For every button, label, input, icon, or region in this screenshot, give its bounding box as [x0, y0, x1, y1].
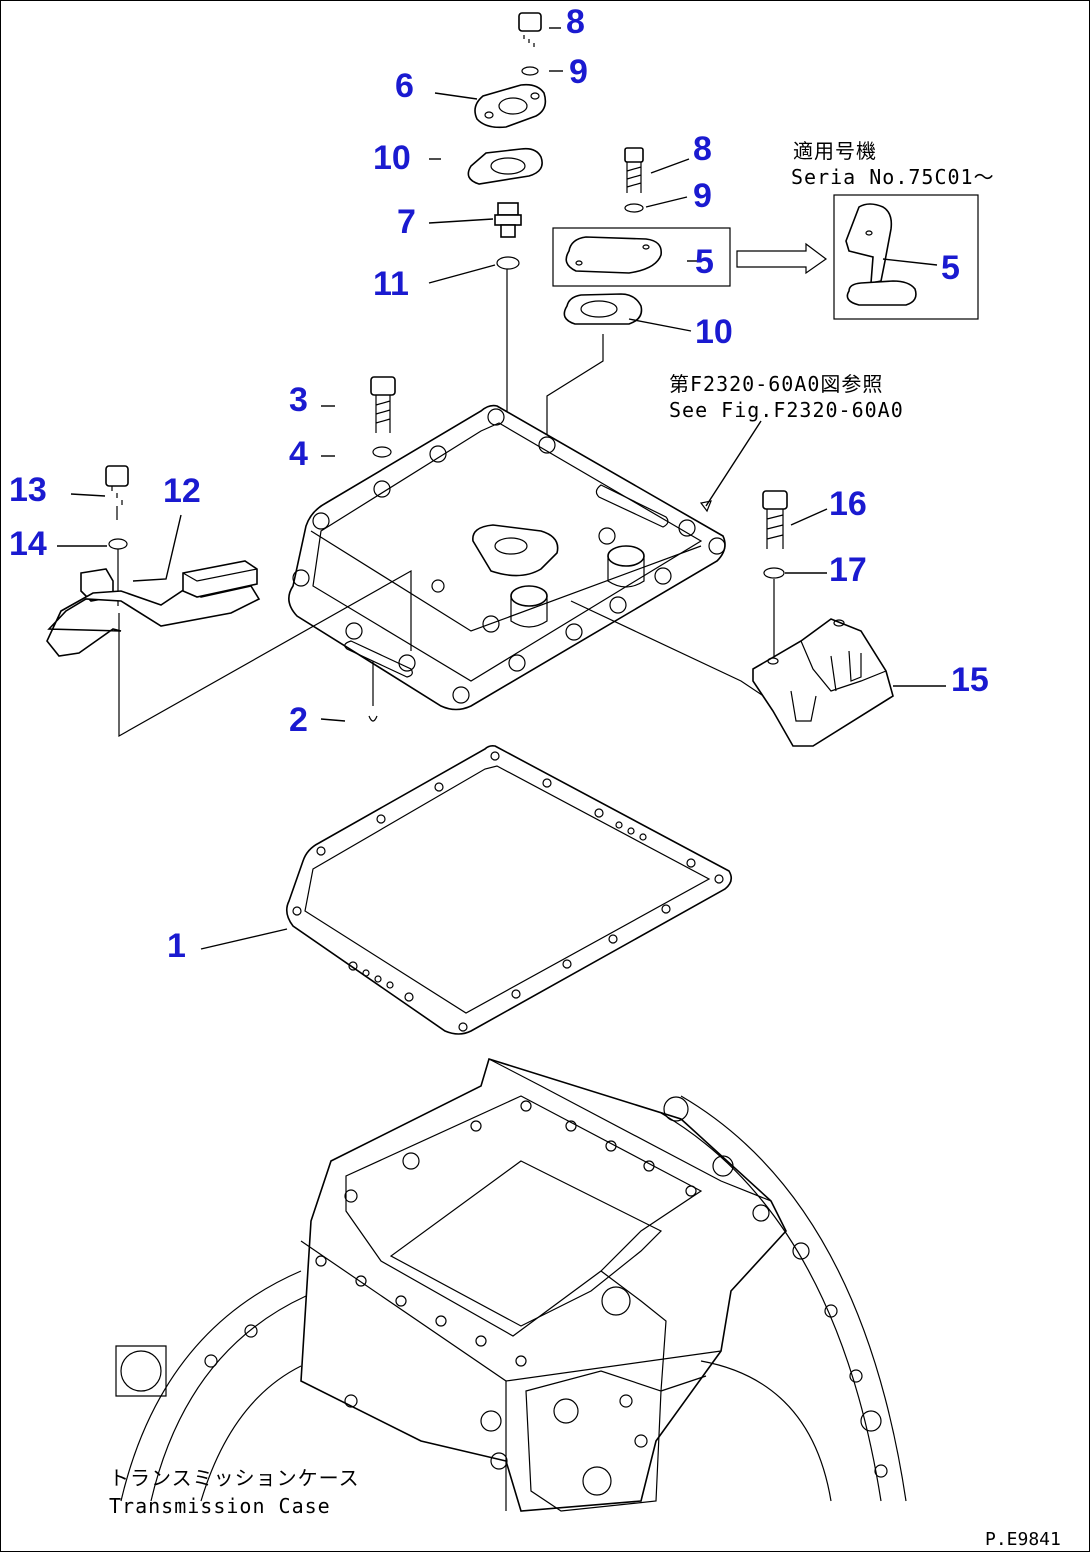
see-fig-note-jp: 第F2320-60A0図参照 — [669, 372, 883, 396]
callout-16: 16 — [829, 485, 867, 523]
callout-13: 13 — [9, 471, 47, 509]
callout-7: 7 — [397, 203, 416, 241]
leader-lines — [57, 27, 946, 1392]
callout-14: 14 — [9, 525, 47, 563]
part-bracket-15 — [752, 490, 894, 747]
part-gasket-10-top — [467, 147, 543, 185]
callout-5-new-type: 5 — [941, 249, 960, 287]
callout-9-right: 9 — [693, 177, 712, 215]
case-label-en: Transmission Case — [109, 1494, 331, 1518]
part-bolt-3 — [370, 376, 396, 458]
part-pin-2 — [368, 661, 378, 722]
part-cover-plate-main — [288, 404, 772, 711]
callout-15: 15 — [951, 661, 989, 699]
callout-labels: 8 9 6 10 7 11 8 9 5 5 10 3 4 13 12 14 16… — [9, 3, 989, 965]
callout-5-boxed: 5 — [695, 243, 714, 281]
callout-10-top: 10 — [373, 139, 411, 177]
serial-note-jp: 適用号機 — [793, 139, 877, 163]
case-label-jp: トランスミッションケース — [109, 1466, 360, 1490]
callout-3: 3 — [289, 381, 308, 419]
part-transmission-case — [115, 1057, 907, 1512]
part-cover-5-new-type — [833, 194, 979, 320]
callout-17: 17 — [829, 551, 867, 589]
see-fig-note-en: See Fig.F2320-60A0 — [669, 398, 904, 422]
callout-1: 1 — [167, 927, 186, 965]
arrow-to-new-type — [736, 242, 828, 275]
part-bolt-8-top — [518, 12, 542, 76]
annotations: 適用号機 Seria No.75C01〜 第F2320-60A0図参照 See … — [109, 139, 1061, 1550]
callout-9-top: 9 — [569, 53, 588, 91]
part-bracket-12 — [46, 465, 412, 738]
part-bolt-8-right — [624, 147, 644, 213]
part-gasket-1 — [285, 745, 733, 1035]
part-breather-7 — [494, 202, 522, 238]
callout-8-right: 8 — [693, 130, 712, 168]
callout-2: 2 — [289, 701, 308, 739]
part-cover-6 — [474, 83, 547, 129]
callout-4: 4 — [289, 435, 308, 473]
part-cover-5-boxed — [552, 227, 731, 287]
serial-note-en: Seria No.75C01〜 — [791, 165, 995, 189]
drawing-reference: P.E9841 — [985, 1529, 1061, 1550]
callout-12: 12 — [163, 472, 201, 510]
callout-6: 6 — [395, 67, 414, 105]
callout-10-right: 10 — [695, 313, 733, 351]
callout-11: 11 — [373, 265, 409, 303]
callout-8-top: 8 — [566, 3, 585, 41]
